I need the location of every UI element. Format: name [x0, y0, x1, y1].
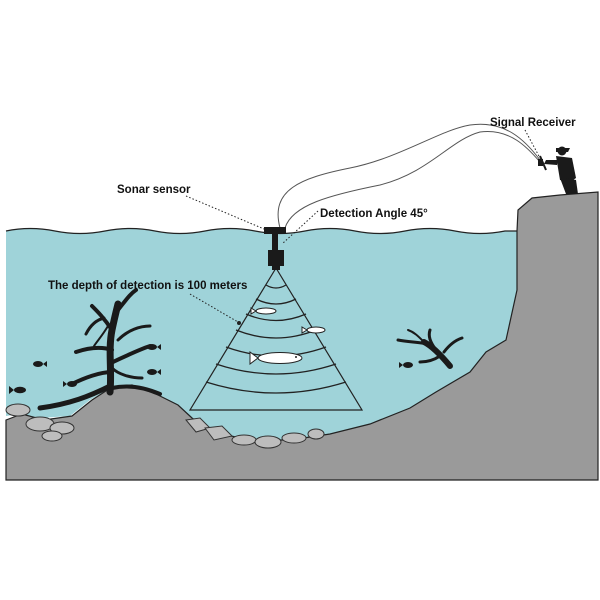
underwater-tree-right [396, 328, 464, 369]
receiver-device [538, 159, 543, 166]
leader-lines [185, 129, 541, 323]
signal-receiver-label: Signal Receiver [490, 117, 576, 129]
water [6, 228, 517, 440]
sonar-sensor-label: Sonar sensor [117, 184, 191, 196]
water-surface-line [5, 227, 517, 235]
fish-small [250, 307, 277, 315]
rocks-left [5, 403, 75, 442]
detection-cone [188, 266, 364, 411]
cable [284, 131, 541, 229]
lake-bed [5, 191, 599, 481]
rocks-center [185, 417, 325, 449]
fish-silhouette [9, 344, 413, 394]
fish-small [301, 326, 326, 334]
fish-large [249, 351, 303, 365]
sonar-sensor [264, 227, 286, 270]
underwater-tree-left [37, 288, 162, 411]
detection-angle-label: Detection Angle 45° [320, 208, 428, 220]
angler-silhouette [544, 146, 578, 194]
depth-marker-dot [237, 321, 241, 325]
cable [277, 123, 541, 229]
detection-depth-label: The depth of detection is 100 meters [48, 280, 247, 292]
